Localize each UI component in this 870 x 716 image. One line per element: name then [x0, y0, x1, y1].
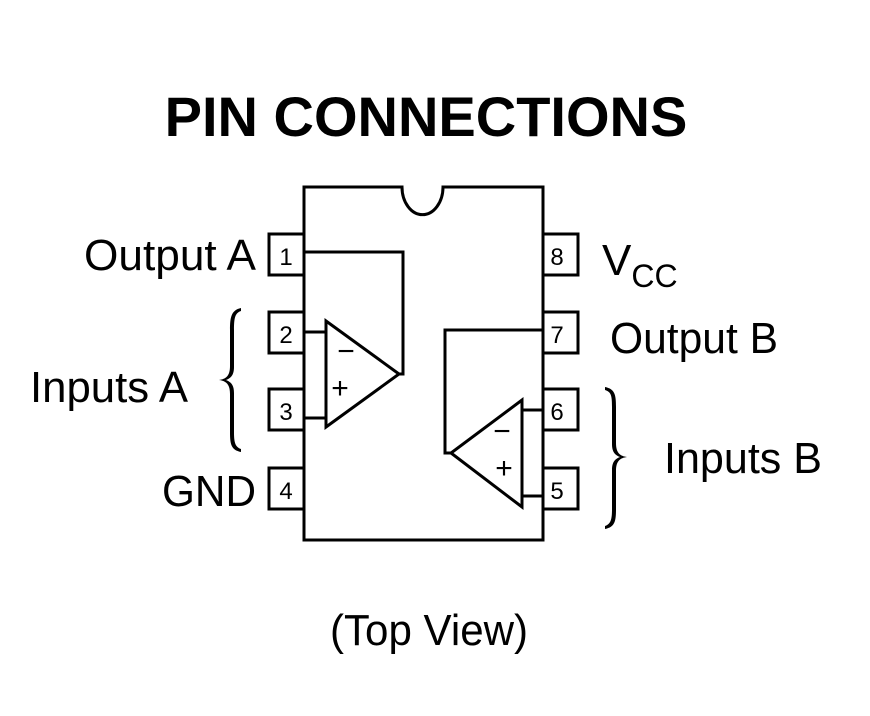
pin-4-number: 4	[279, 478, 292, 505]
opamp-a: − +	[304, 250, 405, 430]
pin-5-number: 5	[550, 478, 563, 505]
pin-4-label: GND	[162, 467, 256, 516]
pin-3-number: 3	[279, 399, 292, 426]
pin-1: 1	[267, 232, 306, 277]
pin-5: 5	[541, 466, 580, 511]
opamp-b-triangle	[448, 397, 524, 511]
pin-6-number: 6	[550, 399, 563, 426]
pin-7: 7	[541, 310, 580, 355]
inputs-b-brace-icon	[605, 387, 627, 529]
opamp-a-triangle	[324, 318, 402, 430]
pin-8-label-main: V	[602, 236, 632, 285]
pin-8-label: VCC	[602, 236, 678, 294]
pin-8-label-subscript: CC	[631, 258, 677, 294]
page-title: PIN CONNECTIONS	[165, 85, 688, 148]
pin-2: 2	[267, 310, 306, 355]
pin-3: 3	[267, 387, 306, 432]
pin-1-number: 1	[279, 244, 292, 271]
pin-2-number: 2	[279, 322, 292, 349]
view-caption: (Top View)	[330, 606, 528, 655]
inputs-a-label: Inputs A	[30, 363, 189, 412]
opamp-b: − +	[443, 328, 543, 511]
pin-7-number: 7	[550, 322, 563, 349]
opamp-b-output-wire	[443, 328, 543, 455]
opamp-b-minus-sign: −	[493, 415, 511, 448]
opamp-a-output-wire	[304, 250, 405, 376]
pin-8-number: 8	[550, 244, 563, 271]
pin-1-label: Output A	[84, 231, 257, 280]
opamp-a-plus-sign: +	[331, 372, 349, 405]
ic-package-body	[302, 185, 545, 542]
pin-8: 8	[541, 232, 580, 277]
opamp-a-minus-sign: −	[337, 335, 355, 368]
pin-4: 4	[267, 466, 306, 511]
pin-7-label: Output B	[610, 314, 778, 363]
pin-6: 6	[541, 387, 580, 432]
inputs-b-label: Inputs B	[664, 434, 822, 483]
inputs-a-brace-icon	[219, 308, 241, 452]
opamp-b-plus-sign: +	[495, 452, 513, 485]
